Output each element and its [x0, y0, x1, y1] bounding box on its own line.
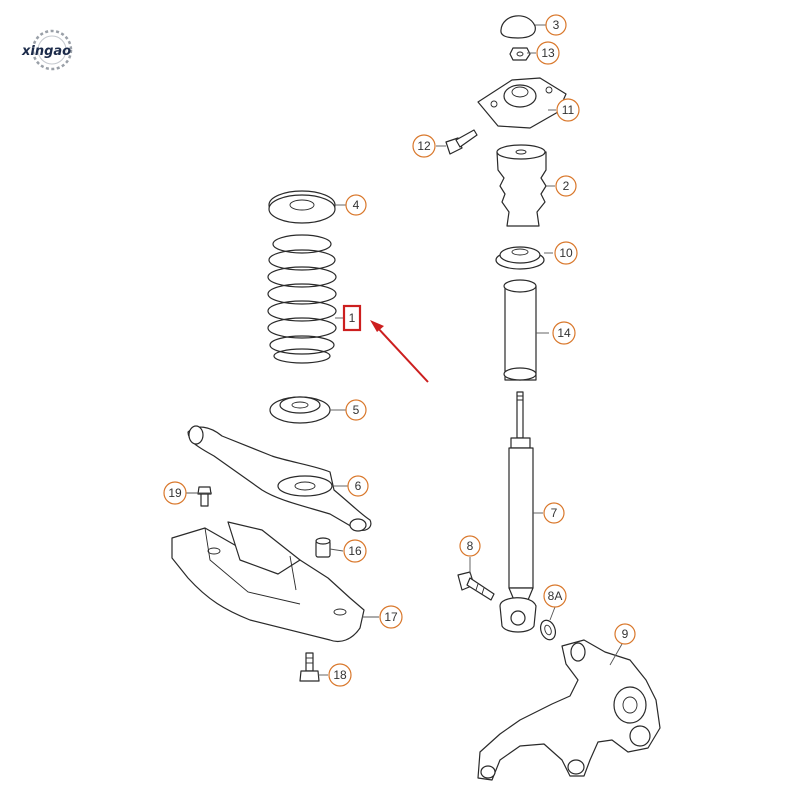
callout-7[interactable]: 7	[543, 502, 565, 524]
callout-1[interactable]: 1	[342, 304, 362, 332]
bolt-19	[197, 486, 212, 507]
bolt-12	[445, 129, 478, 155]
bolt-8	[457, 571, 495, 601]
callout-6-label: 6	[355, 479, 362, 493]
callout-1-label: 1	[349, 311, 356, 325]
callout-11[interactable]: 11	[556, 98, 580, 122]
spring-lower-seat	[269, 396, 331, 424]
coil-spring	[267, 234, 337, 364]
wheel-carrier	[477, 639, 661, 781]
nut-13	[509, 47, 531, 61]
brand-logo: xingao	[21, 29, 73, 71]
leader-lines	[186, 24, 623, 676]
callout-8a[interactable]: 8A	[543, 584, 567, 608]
callout-16-label: 16	[348, 544, 362, 558]
callout-8[interactable]: 8	[459, 535, 481, 557]
callout-18[interactable]: 18	[328, 663, 352, 687]
callout-17[interactable]: 17	[379, 605, 403, 629]
bolt-18	[299, 652, 320, 682]
callout-12[interactable]: 12	[412, 134, 436, 158]
callout-11-label: 11	[562, 103, 575, 117]
callout-2-label: 2	[563, 179, 570, 193]
callout-4-label: 4	[353, 198, 360, 212]
bushing-16	[315, 537, 331, 558]
callout-8-label: 8	[467, 539, 474, 553]
callout-8a-label: 8A	[548, 589, 563, 603]
callout-2[interactable]: 2	[555, 175, 577, 197]
callout-17-label: 17	[384, 610, 398, 624]
callout-4[interactable]: 4	[345, 194, 367, 216]
callout-10[interactable]: 10	[554, 241, 578, 265]
callout-13[interactable]: 13	[536, 41, 560, 65]
callout-7-label: 7	[551, 506, 558, 520]
callout-12-label: 12	[417, 139, 431, 153]
callout-3-label: 3	[553, 18, 560, 32]
mounting-bracket	[171, 521, 365, 643]
spring-upper-seat	[268, 190, 336, 224]
callout-3[interactable]: 3	[545, 14, 567, 36]
gear-icon	[31, 29, 73, 71]
callout-19-label: 19	[168, 486, 182, 500]
callout-9-label: 9	[622, 627, 629, 641]
dust-cap	[500, 15, 536, 39]
callout-18-label: 18	[333, 668, 347, 682]
callout-10-label: 10	[559, 246, 573, 260]
highlight-arrow	[370, 320, 429, 383]
washer-8a	[539, 619, 557, 641]
callout-9[interactable]: 9	[614, 623, 636, 645]
top-mount	[477, 77, 567, 129]
callout-6[interactable]: 6	[347, 475, 369, 497]
callout-14[interactable]: 14	[552, 321, 576, 345]
shock-absorber	[499, 391, 537, 633]
callout-16[interactable]: 16	[343, 539, 367, 563]
lower-control-arm	[187, 425, 372, 532]
callout-5-label: 5	[353, 403, 360, 417]
callout-5[interactable]: 5	[345, 399, 367, 421]
callout-19[interactable]: 19	[163, 481, 187, 505]
callout-13-label: 13	[541, 46, 555, 60]
logo-text: xingao	[21, 44, 71, 59]
dust-boot	[503, 279, 537, 381]
bump-stop-seat	[495, 246, 545, 270]
bump-stop	[496, 144, 547, 227]
callout-14-label: 14	[557, 326, 571, 340]
